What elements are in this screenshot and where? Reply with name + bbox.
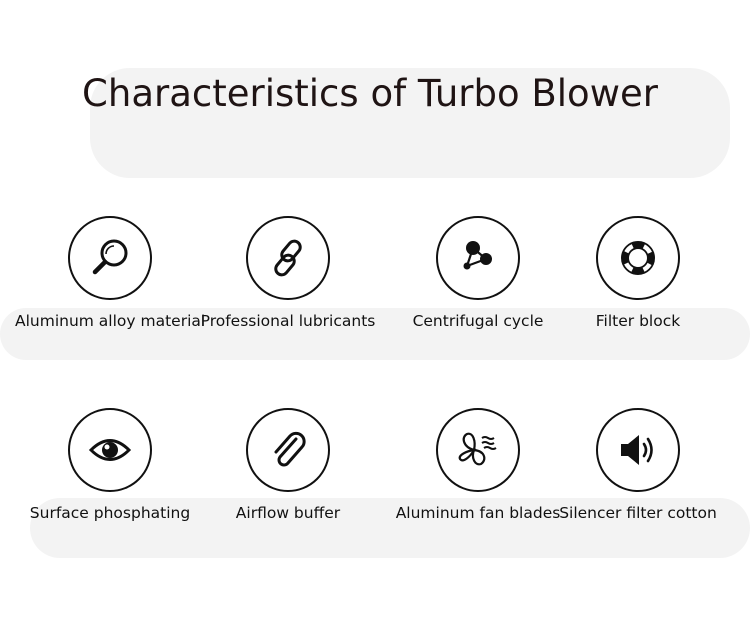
feature-label: Aluminum fan blades: [395, 504, 561, 522]
feature-item: Professional lubricants: [193, 216, 383, 330]
feature-label: Airflow buffer: [235, 504, 341, 522]
eye-icon: [88, 439, 132, 461]
feature-label: Centrifugal cycle: [412, 312, 544, 330]
feature-item: Airflow buffer: [193, 408, 383, 522]
feature-item: Surface phosphating: [15, 408, 205, 522]
feature-icon-circle: [68, 408, 152, 492]
molecule-icon: [463, 241, 492, 270]
magnifier-icon: [92, 239, 128, 275]
feature-label: Professional lubricants: [200, 312, 376, 330]
feature-item: Centrifugal cycle: [383, 216, 573, 330]
feature-label: Silencer filter cotton: [559, 504, 717, 522]
page-title: Characteristics of Turbo Blower: [82, 72, 658, 115]
fan-blades-icon: [458, 432, 497, 466]
feature-icon-circle: [596, 216, 680, 300]
feature-label: Filter block: [595, 312, 681, 330]
paperclip-icon: [274, 431, 306, 467]
lifebuoy-icon: [621, 241, 655, 275]
feature-icon-circle: [596, 408, 680, 492]
feature-label: Aluminum alloy material: [15, 312, 206, 330]
background-smudge: [30, 498, 750, 558]
background-smudge: [0, 308, 750, 360]
feature-item: Aluminum alloy material: [15, 216, 205, 330]
speaker-icon: [621, 435, 653, 465]
feature-icon-circle: [246, 216, 330, 300]
feature-icon-circle: [436, 216, 520, 300]
feature-icon-circle: [246, 408, 330, 492]
feature-item: Filter block: [543, 216, 733, 330]
background-smudge: [90, 68, 730, 178]
chain-link-icon: [274, 239, 302, 277]
feature-icon-circle: [68, 216, 152, 300]
feature-item: Silencer filter cotton: [543, 408, 733, 522]
feature-label: Surface phosphating: [29, 504, 191, 522]
feature-icon-circle: [436, 408, 520, 492]
feature-item: Aluminum fan blades: [383, 408, 573, 522]
